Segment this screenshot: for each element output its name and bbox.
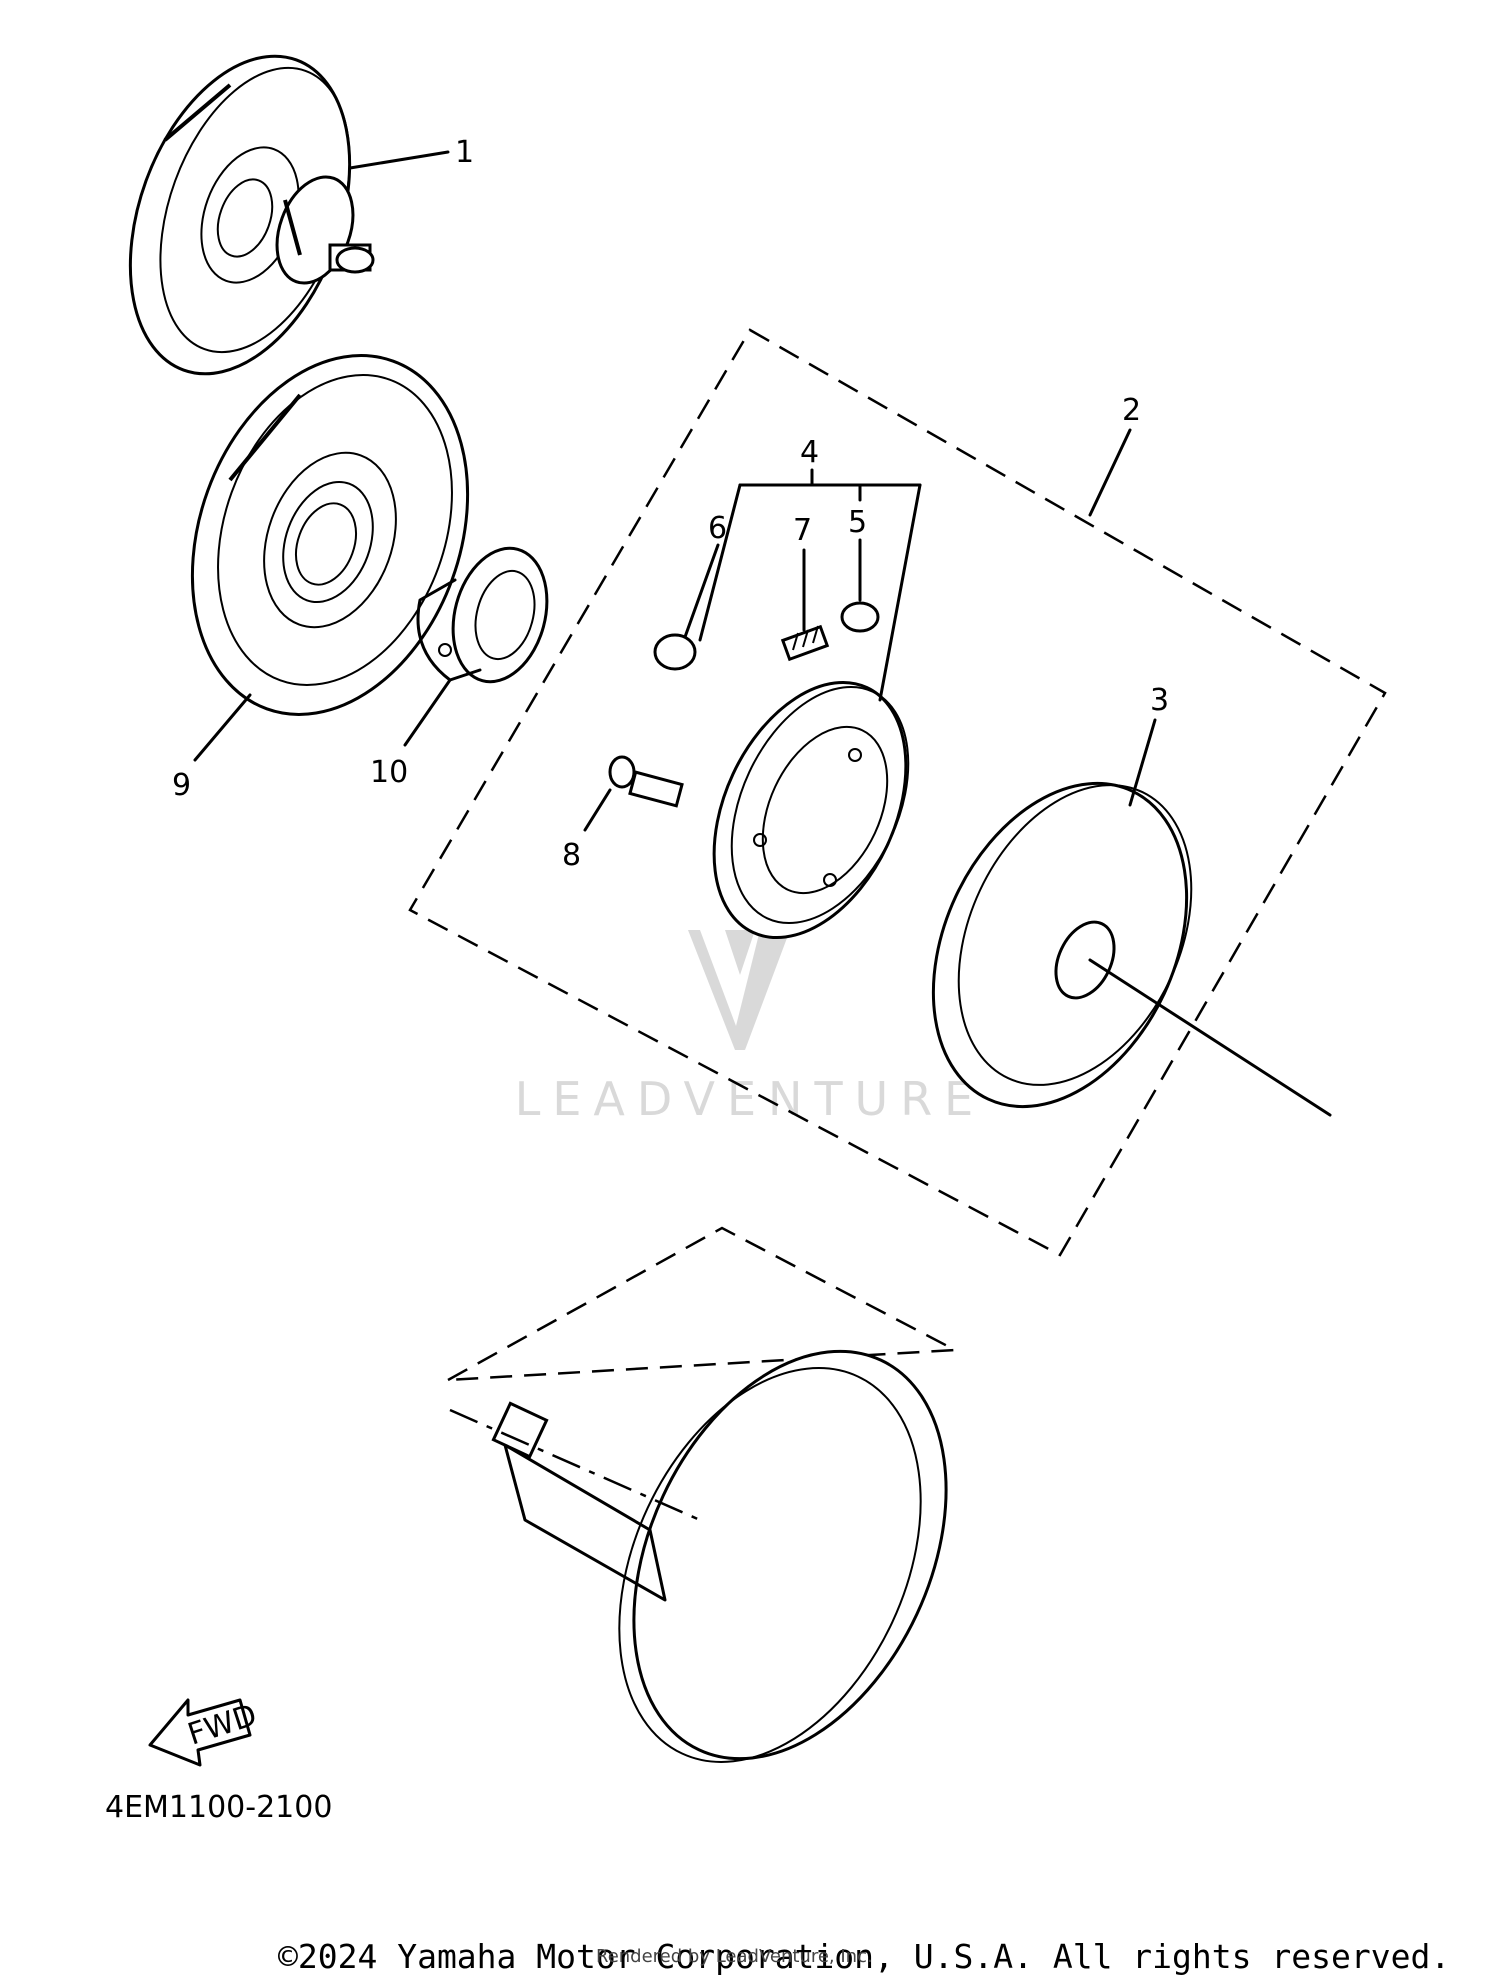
part-10-collar <box>416 546 549 684</box>
watermark-text: LEADVENTURE <box>515 1072 986 1126</box>
part-1-gear-shaft <box>128 54 375 376</box>
callout-10: 10 <box>370 755 408 790</box>
callout-5: 5 <box>848 505 867 540</box>
crankshaft <box>449 1349 948 1763</box>
part-9-gear-disc <box>190 354 470 716</box>
part-5-plunger <box>840 601 880 633</box>
part-6-roller <box>653 633 697 671</box>
callout-4: 4 <box>800 435 819 470</box>
diagram-code: 4EM1100-2100 <box>105 1790 332 1825</box>
callout-2: 2 <box>1122 393 1141 428</box>
callout-6: 6 <box>708 511 727 546</box>
callout-9: 9 <box>172 768 191 803</box>
crankshaft-boundary <box>447 1226 960 1382</box>
assembly-2-boundary <box>408 328 1387 1257</box>
watermark-logo <box>688 930 790 1050</box>
leader-lines <box>193 150 1157 832</box>
part-7-spring <box>780 624 830 662</box>
callout-1: 1 <box>455 135 474 170</box>
callout-3: 3 <box>1150 683 1169 718</box>
copyright-notice: ©2024 Yamaha Motor Corporation, U.S.A. A… <box>278 1937 1451 1976</box>
part-8-bolt <box>608 755 684 808</box>
part-3-housing <box>931 781 1332 1117</box>
callout-8: 8 <box>562 838 581 873</box>
fwd-arrow-icon <box>148 1698 252 1767</box>
callout-7: 7 <box>793 513 812 548</box>
part-4-oneway-ring <box>712 680 910 940</box>
rendered-by-note: Rendered by LeadVenture, Inc. <box>596 1946 873 1967</box>
